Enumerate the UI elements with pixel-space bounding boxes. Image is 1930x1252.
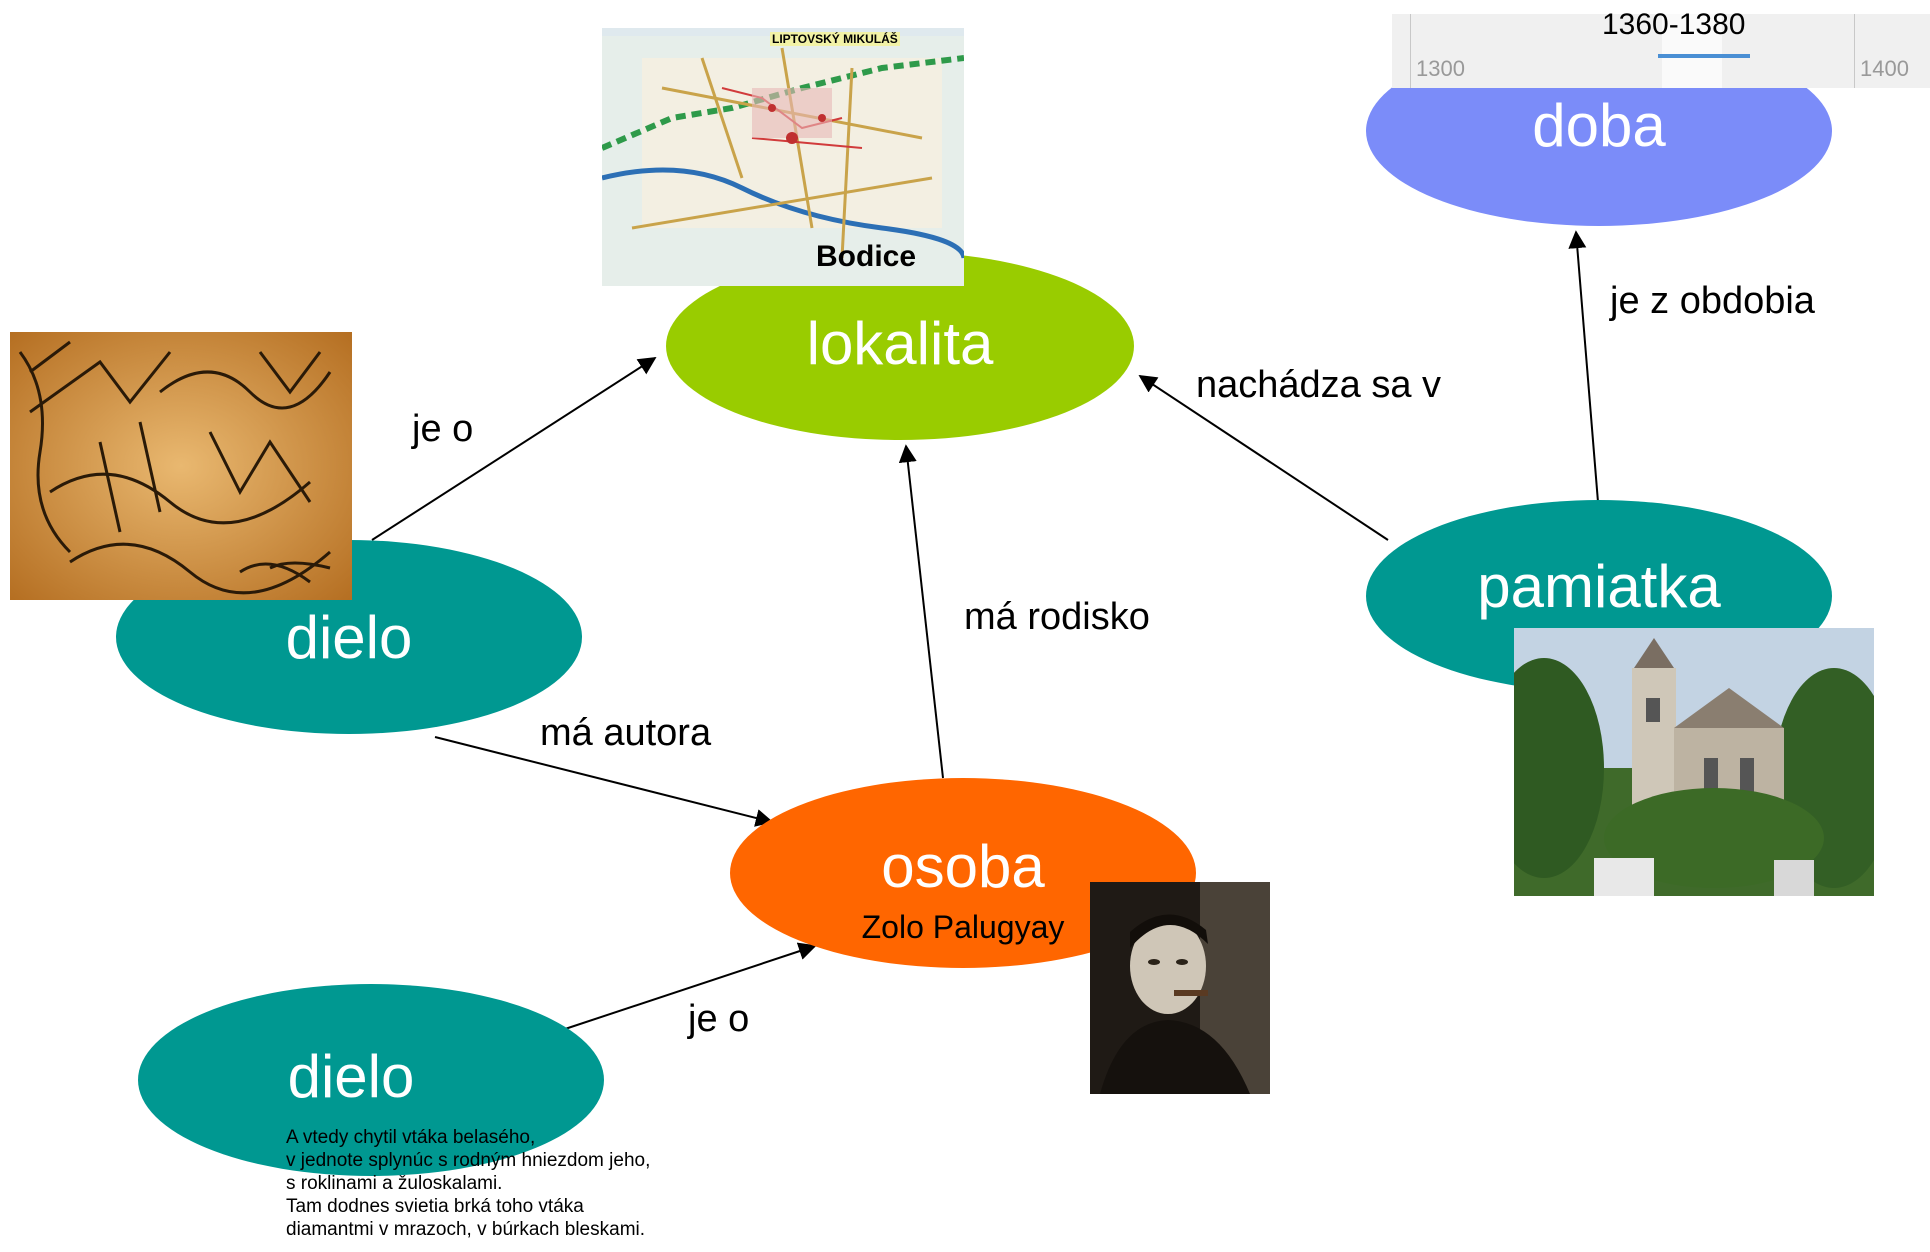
node-doba-label: doba bbox=[1532, 92, 1666, 159]
edge-label-je-o-bottom: je o bbox=[688, 998, 750, 1040]
church-illustration bbox=[1514, 628, 1874, 896]
church-picture[interactable] bbox=[1514, 628, 1874, 896]
poem-line: A vtedy chytil vtáka belasého, bbox=[286, 1127, 536, 1148]
timeline-tick-end bbox=[1854, 14, 1855, 88]
edge-dielo-lokalita bbox=[371, 357, 657, 541]
timeline-start-year: 1300 bbox=[1416, 56, 1465, 81]
node-dielo-bottom[interactable]: dielo bbox=[138, 984, 604, 1176]
edge-label-je-z-obdobia: je z obdobia bbox=[1610, 280, 1815, 322]
timeline-end-year: 1400 bbox=[1860, 56, 1909, 81]
timeline-tick-start bbox=[1410, 14, 1411, 88]
node-dielo-top-label: dielo bbox=[285, 603, 413, 671]
edge-dielo-osoba bbox=[434, 736, 774, 827]
timeline-range-label: 1360-1380 bbox=[1602, 8, 1746, 41]
node-lokalita-label: lokalita bbox=[806, 309, 994, 377]
edge-label-je-o-top: je o bbox=[412, 408, 474, 450]
poem-line: diamantmi v mrazoch, v búrkach bleskami. bbox=[286, 1219, 646, 1240]
node-pamiatka-label: pamiatka bbox=[1477, 553, 1721, 620]
map-illustration bbox=[602, 28, 964, 286]
edge-label-ma-autora: má autora bbox=[540, 712, 712, 754]
map-town-name: LIPTOVSKÝ MIKULÁŠ bbox=[770, 32, 900, 46]
sketch-illustration bbox=[10, 332, 352, 600]
node-osoba-sublabel: Zolo Palugyay bbox=[861, 909, 1065, 945]
node-osoba-label: osoba bbox=[881, 833, 1045, 900]
poem-line: Tam dodnes svietia brká toho vtáka bbox=[286, 1196, 584, 1217]
edge-pamiatka-lokalita bbox=[1138, 375, 1389, 541]
poem-text: A vtedy chytil vtáka belasého, v jednote… bbox=[286, 1126, 650, 1241]
poem-line: v jednote splynúc s rodným hniezdom jeho… bbox=[286, 1150, 651, 1171]
edge-pamiatka-doba bbox=[1568, 230, 1599, 503]
map-picture[interactable]: LIPTOVSKÝ MIKULÁŠ Bodice bbox=[602, 28, 964, 286]
timeline-range-bar[interactable] bbox=[1658, 54, 1750, 58]
edge-label-nachadza-sa-v: nachádza sa v bbox=[1196, 364, 1442, 406]
portrait-illustration bbox=[1090, 882, 1270, 1094]
map-caption: Bodice bbox=[816, 240, 917, 273]
edge-osoba-lokalita bbox=[898, 444, 944, 779]
node-dielo-bottom-label: dielo bbox=[287, 1043, 415, 1110]
edge-dielo2-osoba bbox=[561, 942, 817, 1031]
poem-line: s roklinami a žuloskalami. bbox=[286, 1173, 503, 1194]
timeline-highlight-band bbox=[1662, 14, 1722, 88]
timeline-widget[interactable]: 1300 1400 1360-1380 bbox=[1392, 8, 1930, 88]
edge-label-ma-rodisko: má rodisko bbox=[964, 596, 1150, 638]
portrait-picture[interactable] bbox=[1090, 882, 1270, 1094]
sketch-picture[interactable] bbox=[10, 332, 352, 600]
